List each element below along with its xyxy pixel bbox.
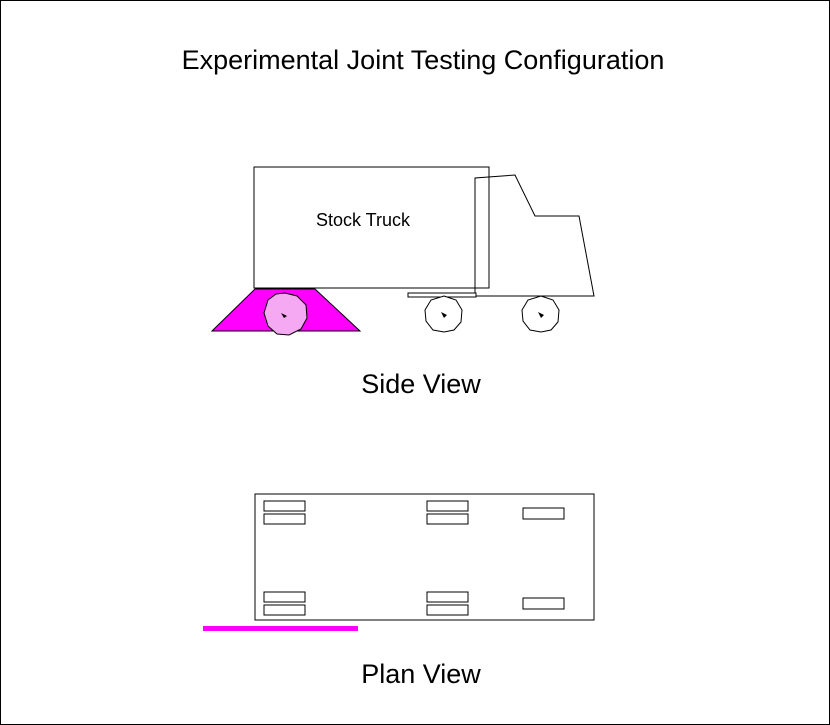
truck-cab <box>474 174 595 297</box>
tire-front-right <box>522 597 565 610</box>
front-wheel <box>521 295 560 333</box>
plan-view: Plan View <box>203 493 595 689</box>
tire-rear-right-inner <box>263 591 306 603</box>
tire-front-left <box>522 507 565 520</box>
tire-rear-right-outer <box>263 604 306 616</box>
side-view-caption: Side View <box>361 369 481 399</box>
rear-wheel-on-ramp <box>263 292 308 336</box>
truck-label: Stock Truck <box>316 210 411 230</box>
side-view: Stock Truck Side View <box>210 166 595 399</box>
tire-mid-left-outer <box>426 500 469 512</box>
truck-outline-plan <box>254 493 595 621</box>
tire-mid-right-inner <box>426 591 469 603</box>
tire-mid-left-inner <box>426 513 469 525</box>
tire-rear-left-inner <box>263 513 306 525</box>
diagram-title: Experimental Joint Testing Configuration <box>182 45 665 75</box>
plan-view-caption: Plan View <box>361 659 481 689</box>
tire-mid-right-outer <box>426 604 469 616</box>
cargo-box <box>253 166 490 289</box>
rear-wheel <box>424 295 463 333</box>
ramp-plan <box>203 626 358 631</box>
tire-rear-left-outer <box>263 500 306 512</box>
